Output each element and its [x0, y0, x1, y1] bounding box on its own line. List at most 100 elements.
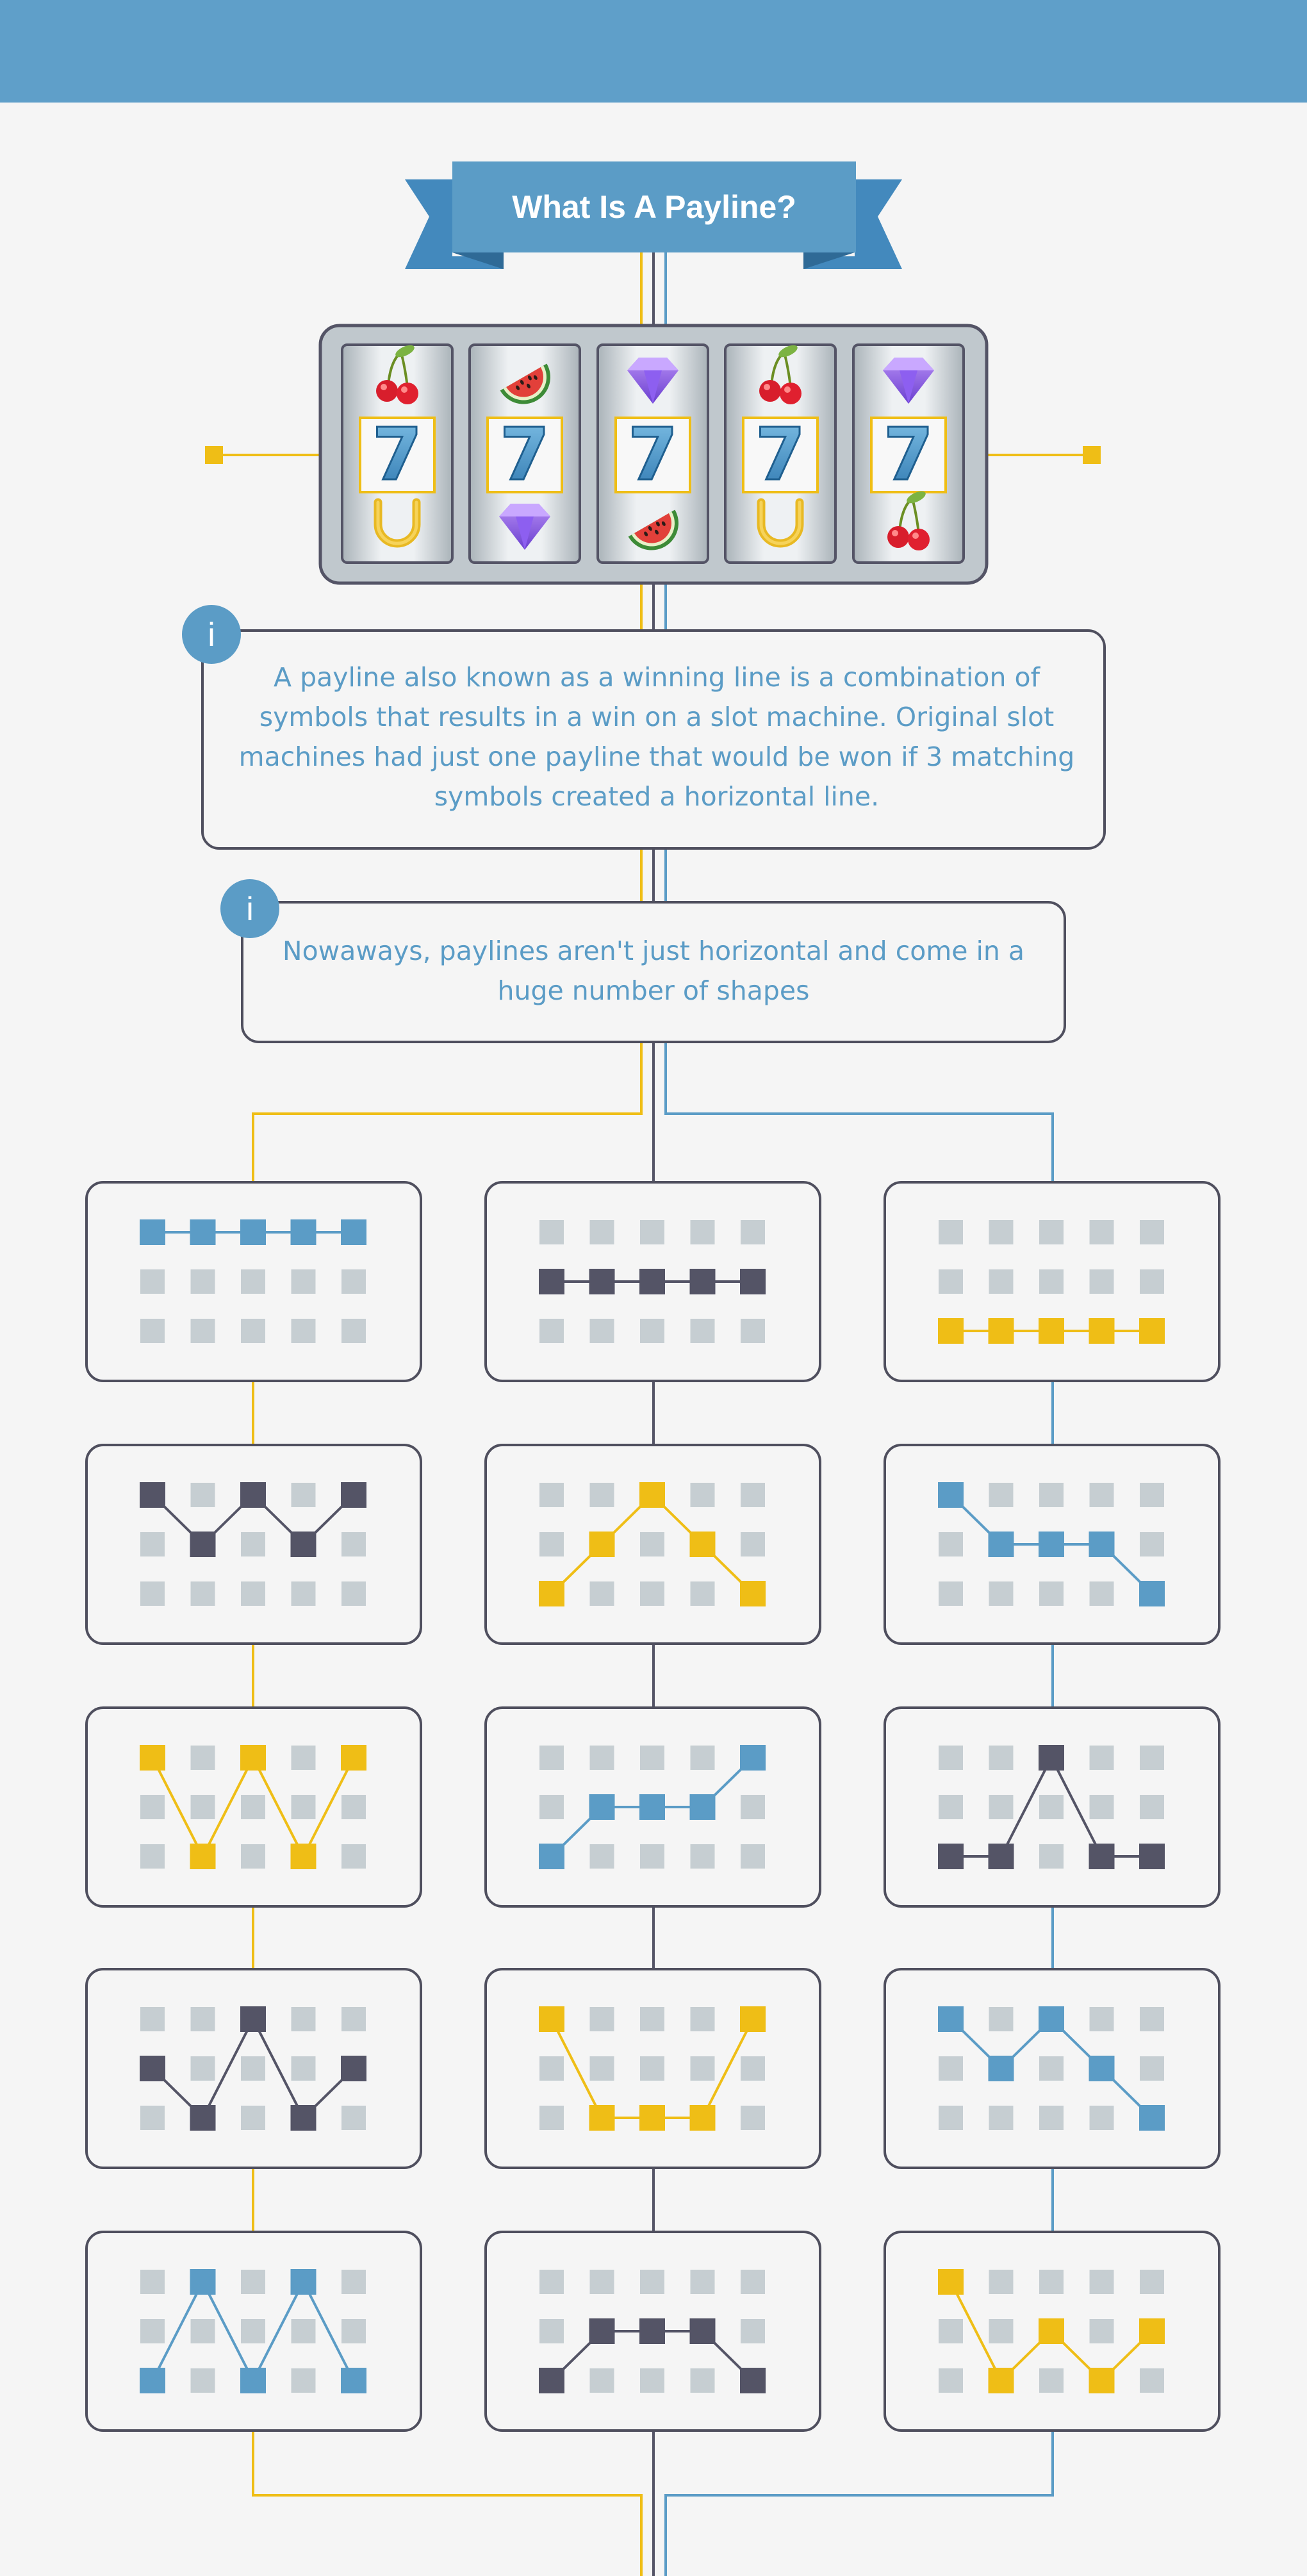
ribbon-right-tail	[803, 179, 902, 269]
payline-cell	[240, 2006, 266, 2032]
grid-cell	[341, 2270, 366, 2294]
grid-cell	[741, 2270, 765, 2294]
grid-cell	[939, 1581, 963, 1606]
grid-cell	[741, 2056, 765, 2081]
grid-cell	[989, 2106, 1014, 2130]
grid-cell	[690, 2007, 715, 2031]
grid-cell	[291, 1746, 316, 1770]
grid-cell	[190, 2368, 215, 2393]
grid-cell	[939, 2368, 963, 2393]
payline-cell	[240, 1745, 266, 1771]
grid-cell	[1140, 1269, 1164, 1294]
grid-cell	[1039, 2368, 1064, 2393]
grid-cell	[140, 2270, 165, 2294]
grid-cell	[1039, 2106, 1064, 2130]
payline-cell	[1089, 1318, 1115, 1344]
ribbon-left-fold	[452, 252, 504, 269]
payline-cell	[341, 2368, 366, 2393]
grid-cell	[539, 1746, 564, 1770]
grid-cell	[1039, 2056, 1064, 2081]
payline-cell	[1139, 2318, 1165, 2344]
grid-cell	[1089, 2007, 1114, 2031]
slot-reel: 7	[468, 343, 581, 564]
payline-cell	[341, 1219, 366, 1245]
payline-cell	[1039, 2318, 1064, 2344]
payline-card	[484, 2231, 821, 2432]
payline-cell	[639, 1269, 665, 1294]
payline-cell	[140, 1745, 165, 1771]
payline-cell	[639, 1482, 665, 1508]
payline-cell	[988, 2368, 1014, 2393]
payline-cell	[1139, 2105, 1165, 2131]
payline-cell	[140, 2368, 165, 2393]
seven-icon: 7	[870, 413, 947, 498]
payline-cell	[689, 2318, 716, 2344]
grid-cell	[640, 2056, 664, 2081]
grid-cell	[589, 1581, 614, 1606]
grid-cell	[640, 1220, 664, 1244]
grid-cell	[241, 2319, 265, 2343]
grid-cell	[539, 1532, 564, 1556]
grid-cell	[640, 2270, 664, 2294]
payline-cell	[589, 1532, 615, 1557]
grid-cell	[589, 2270, 614, 2294]
grid-cell	[1089, 1483, 1114, 1507]
info-icon-glyph: i	[208, 616, 215, 654]
grid-cell	[140, 1795, 165, 1819]
diamond-icon	[627, 358, 678, 404]
grid-cell	[589, 1746, 614, 1770]
payline-cell	[740, 2006, 766, 2032]
payline-cell	[740, 2368, 766, 2393]
payline-cell	[190, 2269, 216, 2295]
seven-icon: 7	[742, 413, 819, 498]
grid-cell	[291, 2007, 316, 2031]
grid-cell	[190, 1746, 215, 1770]
payline-cell	[240, 1219, 266, 1245]
grid-cell	[539, 2106, 564, 2130]
payline-cell	[689, 1269, 716, 1294]
grid-cell	[939, 2056, 963, 2081]
payline-card	[85, 2231, 422, 2432]
payline-left-end	[205, 446, 223, 464]
grid-cell	[291, 1581, 316, 1606]
grid-cell	[291, 2319, 316, 2343]
grid-cell	[140, 1844, 165, 1869]
grid-cell	[1039, 1220, 1064, 1244]
grid-cell	[291, 2368, 316, 2393]
slot-reel: 7	[724, 343, 837, 564]
payline-cell	[290, 2269, 316, 2295]
grid-cell	[291, 1483, 316, 1507]
payline-cell	[740, 1745, 766, 1771]
watermelon-icon	[500, 363, 550, 404]
grid-cell	[140, 2007, 165, 2031]
payline-cell	[589, 2318, 615, 2344]
grid-cell	[690, 1746, 715, 1770]
grid-cell	[190, 1483, 215, 1507]
payline-cell	[190, 1532, 216, 1557]
grid-cell	[589, 2368, 614, 2393]
payline-cell	[689, 1794, 716, 1820]
grid-cell	[640, 1532, 664, 1556]
grid-cell	[1140, 2270, 1164, 2294]
payline-cell	[1139, 1844, 1165, 1869]
grid-cell	[190, 2056, 215, 2081]
slot-reel: 7	[341, 343, 454, 564]
grid-cell	[989, 1581, 1014, 1606]
cherry-icon	[887, 491, 930, 550]
grid-cell	[589, 2007, 614, 2031]
payline-cell	[290, 2105, 316, 2131]
grid-cell	[241, 1844, 265, 1869]
svg-text:7: 7	[628, 413, 678, 497]
payline-cell	[1089, 1532, 1115, 1557]
grid-cell	[690, 1319, 715, 1343]
diamond-icon	[883, 358, 934, 404]
grid-cell	[1140, 1483, 1164, 1507]
grid-cell	[690, 1483, 715, 1507]
payline-card	[884, 2231, 1221, 2432]
payline-cell	[290, 1219, 316, 1245]
info-icon-glyph: i	[246, 891, 254, 928]
payline-cell	[1139, 1318, 1165, 1344]
payline-card	[484, 1706, 821, 1908]
payline-card	[85, 1444, 422, 1645]
svg-text:7: 7	[372, 413, 422, 497]
